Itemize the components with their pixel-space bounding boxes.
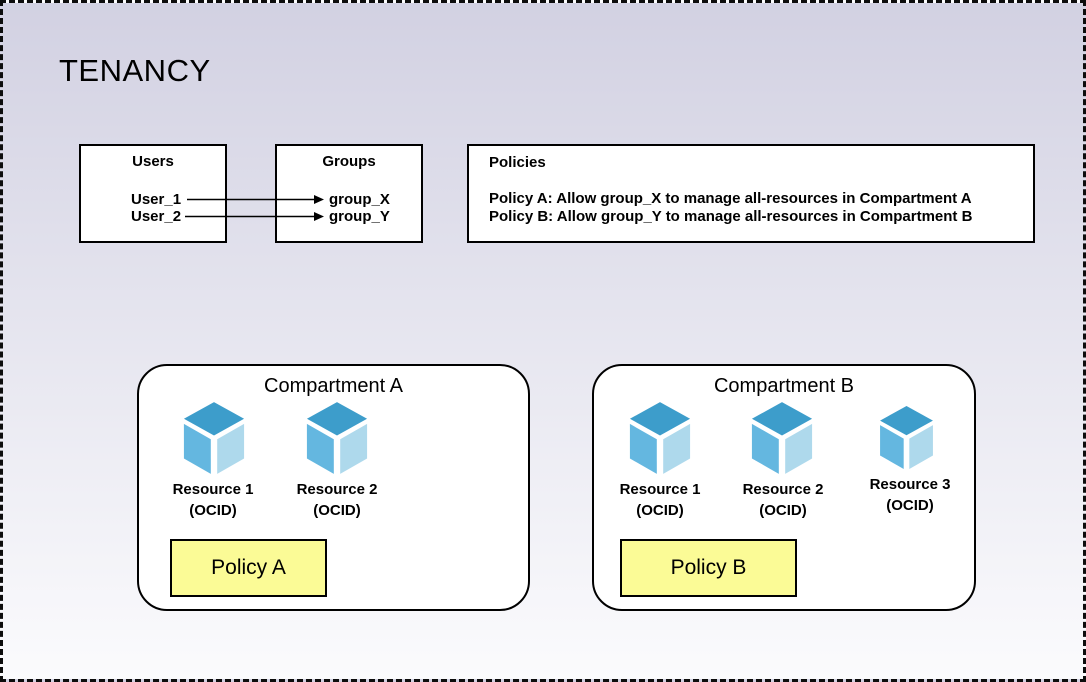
resource-name: Resource 1	[172, 481, 254, 498]
resource-label: Resource 2 (OCID)	[297, 479, 378, 521]
tenancy-title: TENANCY	[59, 53, 211, 88]
resource-name: Resource 1	[619, 481, 701, 498]
groups-box: Groups group_X group_Y	[275, 144, 423, 243]
compartment-a: Compartment A Resource 1 (OCID) Resource…	[137, 364, 530, 611]
user-1-label: User_1	[131, 191, 182, 208]
resource-ocid: (OCID)	[759, 502, 807, 519]
policy-a-chip: Policy A	[170, 539, 327, 597]
resource-name: Resource 2	[296, 481, 378, 498]
policy-b-rule: Policy B: Allow group_Y to manage all-re…	[489, 208, 973, 225]
resource-ocid: (OCID)	[313, 502, 361, 519]
policy-a-rule: Policy A: Allow group_X to manage all-re…	[489, 190, 972, 207]
resource-name: Resource 2	[742, 481, 824, 498]
group-x-label: group_X	[329, 191, 390, 208]
policies-box: Policies Policy A: Allow group_X to mana…	[467, 144, 1035, 243]
user-2-label: User_2	[131, 208, 182, 225]
resource-cube-icon	[880, 406, 933, 469]
resource-cube-icon	[751, 402, 813, 474]
users-box: Users User_1 User_2	[79, 144, 227, 243]
groups-box-title: Groups	[322, 153, 376, 170]
compartment-a-title: Compartment A	[264, 375, 403, 397]
policy-b-chip: Policy B	[620, 539, 797, 597]
resource-cube-icon	[183, 402, 245, 474]
compartment-b-title: Compartment B	[713, 375, 855, 397]
resource-cube-icon	[306, 402, 368, 474]
resource-label: Resource 1 (OCID)	[620, 479, 701, 521]
resource-ocid: (OCID)	[189, 502, 237, 519]
resource-label: Resource 1 (OCID)	[173, 479, 254, 521]
resource-name: Resource 3	[869, 476, 951, 493]
compartment-b: Compartment B Resource 1 (OCID) Resource…	[592, 364, 976, 611]
policies-box-title: Policies	[489, 154, 546, 171]
group-y-label: group_Y	[329, 208, 390, 225]
resource-label: Resource 2 (OCID)	[743, 479, 824, 521]
resource-ocid: (OCID)	[636, 502, 684, 519]
resource-label: Resource 3 (OCID)	[870, 474, 951, 516]
users-box-title: Users	[132, 153, 174, 170]
resource-ocid: (OCID)	[886, 497, 934, 514]
resource-cube-icon	[629, 402, 691, 474]
